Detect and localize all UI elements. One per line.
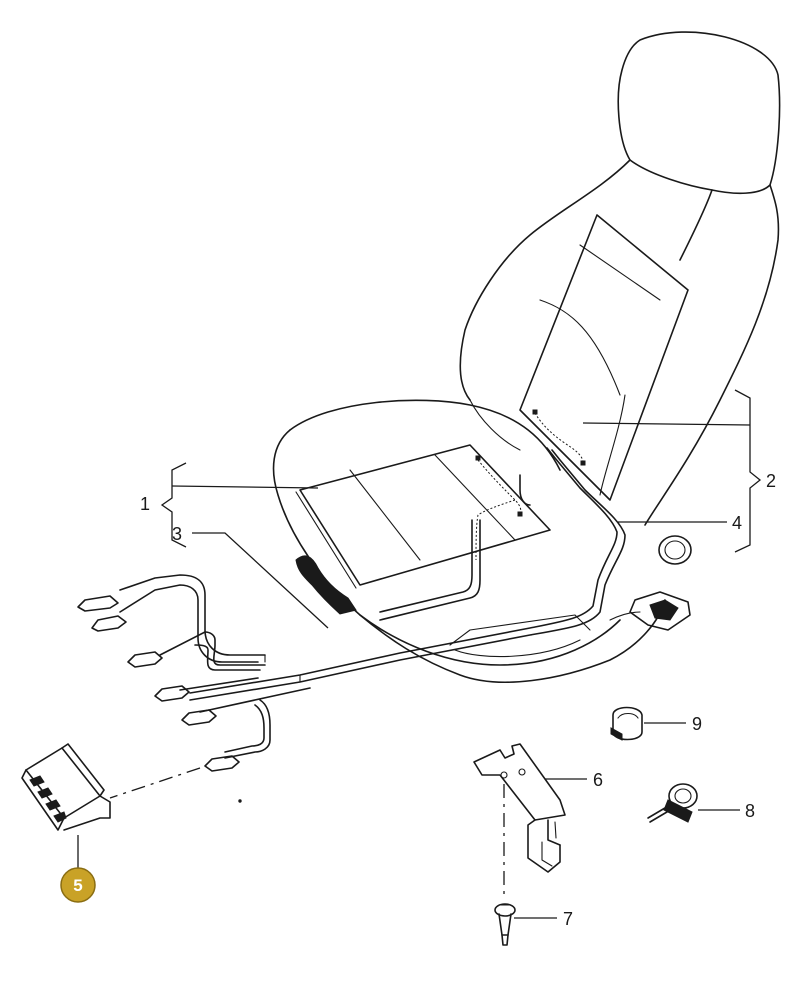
mounting-bracket <box>473 743 566 873</box>
callout-2[interactable]: 2 <box>766 471 776 491</box>
terminal <box>204 755 240 772</box>
seat-cushion <box>272 399 666 683</box>
callout-5[interactable]: 5 <box>73 876 82 895</box>
terminal <box>181 709 217 726</box>
recliner-knob <box>609 535 692 631</box>
callout-8[interactable]: 8 <box>745 801 755 821</box>
clip <box>610 706 643 741</box>
callout-7[interactable]: 7 <box>563 909 573 929</box>
leader-lines <box>77 389 762 919</box>
terminal <box>154 685 190 702</box>
callout-5-badge[interactable]: 5 <box>60 867 96 903</box>
cable-tie <box>647 783 698 823</box>
terminal <box>127 651 163 668</box>
callout-6[interactable]: 6 <box>593 770 603 790</box>
cushion-connector <box>295 555 357 615</box>
seat-backrest <box>459 31 781 526</box>
callout-3[interactable]: 3 <box>172 524 182 544</box>
rivet <box>494 903 516 946</box>
connector-housing <box>21 743 111 831</box>
assembly-line-5 <box>109 767 201 799</box>
terminal <box>77 595 119 612</box>
wiring-harness <box>77 447 626 772</box>
callout-1[interactable]: 1 <box>140 494 150 514</box>
terminal <box>91 615 127 632</box>
callout-4[interactable]: 4 <box>732 513 742 533</box>
callout-9[interactable]: 9 <box>692 714 702 734</box>
